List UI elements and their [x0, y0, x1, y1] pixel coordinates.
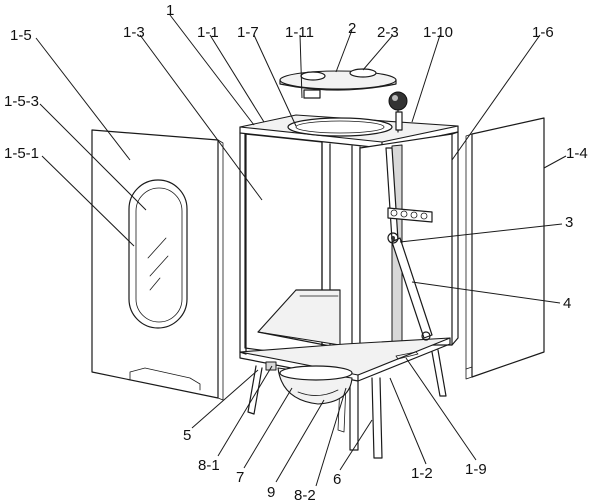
label-1-2: 1-2 [411, 465, 433, 482]
label-5: 5 [183, 427, 191, 444]
label-7: 7 [236, 469, 244, 486]
label-8-1: 8-1 [198, 457, 220, 474]
left-door-panel [91, 129, 224, 401]
label-1-9: 1-9 [465, 461, 487, 478]
label-1-4: 1-4 [566, 145, 588, 162]
label-1-6: 1-6 [532, 24, 554, 41]
bottom-bowl [265, 361, 353, 405]
label-2-3: 2-3 [377, 24, 399, 41]
label-2: 2 [348, 20, 356, 37]
lid [279, 68, 397, 99]
right-door-panel [465, 117, 545, 380]
label-1-7: 1-7 [237, 24, 259, 41]
label-3: 3 [565, 214, 573, 231]
label-6: 6 [333, 471, 341, 488]
label-1-1: 1-1 [197, 24, 219, 41]
label-1-10: 1-10 [423, 24, 453, 41]
window-frame [128, 179, 188, 329]
label-1-11: 1-11 [285, 24, 314, 41]
label-1-3: 1-3 [123, 24, 145, 41]
leader-lines [35, 14, 567, 487]
crank-mechanism [385, 91, 433, 341]
legs [247, 349, 447, 459]
label-8-2: 8-2 [294, 487, 316, 504]
callout-labels: 1-5 1-3 1 1-1 1-7 1-11 2 2-3 1-10 1-6 1-… [4, 2, 588, 504]
label-1-5-3: 1-5-3 [4, 93, 39, 110]
label-4: 4 [563, 295, 571, 312]
label-1: 1 [166, 2, 174, 19]
label-1-5-1: 1-5-1 [4, 145, 39, 162]
label-9: 9 [267, 484, 275, 501]
label-1-5: 1-5 [10, 27, 32, 44]
